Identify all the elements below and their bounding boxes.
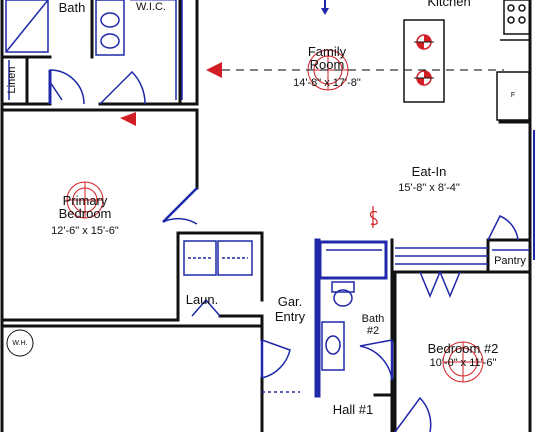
label-wic: W.I.C. xyxy=(136,1,166,13)
bathtub xyxy=(318,240,388,280)
label-bath: Bath xyxy=(59,0,86,15)
label-linen: Linen xyxy=(6,67,18,94)
arrow-down-icon xyxy=(321,0,329,15)
label-garage-entry: Gar.Entry xyxy=(275,294,306,324)
data-jack-icon xyxy=(206,62,222,78)
shower xyxy=(5,0,49,53)
sink xyxy=(321,321,345,371)
doors xyxy=(48,69,519,432)
label-eat-in: Eat-In xyxy=(412,164,447,179)
kitchen-island xyxy=(403,19,445,103)
vanity xyxy=(95,0,125,56)
ceiling-fan-icon xyxy=(442,341,484,383)
dims-family-room: 14'-8" x 17'-8" xyxy=(293,77,361,89)
fridge xyxy=(496,71,530,121)
dims-eat-in: 15'-8" x 8'-4" xyxy=(398,182,460,194)
dims-primary-bedroom: 12'-6" x 15'-6" xyxy=(51,225,119,237)
label-water-heater: W.H. xyxy=(12,340,27,347)
washer xyxy=(183,240,217,276)
data-jack-icon xyxy=(120,112,136,126)
pendant-light-icon xyxy=(414,70,434,86)
label-laundry: Laun. xyxy=(186,292,219,307)
toilet xyxy=(331,281,355,293)
label-bath2: Bath#2 xyxy=(362,313,385,337)
fixtures xyxy=(5,0,531,398)
dims-bedroom2: 10'-0" x 11'-6" xyxy=(430,357,497,369)
label-kitchen: Kitchen xyxy=(427,0,470,9)
range xyxy=(503,0,531,35)
label-bedroom2: Bedroom #2 xyxy=(428,341,499,356)
water-heater xyxy=(6,329,34,357)
pendant-light-icon xyxy=(414,34,434,50)
ceiling-fan-icon xyxy=(66,181,104,219)
dryer xyxy=(217,240,253,276)
label-fridge: F xyxy=(511,92,515,99)
label-hall1: Hall #1 xyxy=(333,402,373,417)
switch-symbol-icon xyxy=(369,206,378,228)
label-pantry: Pantry xyxy=(494,255,526,267)
